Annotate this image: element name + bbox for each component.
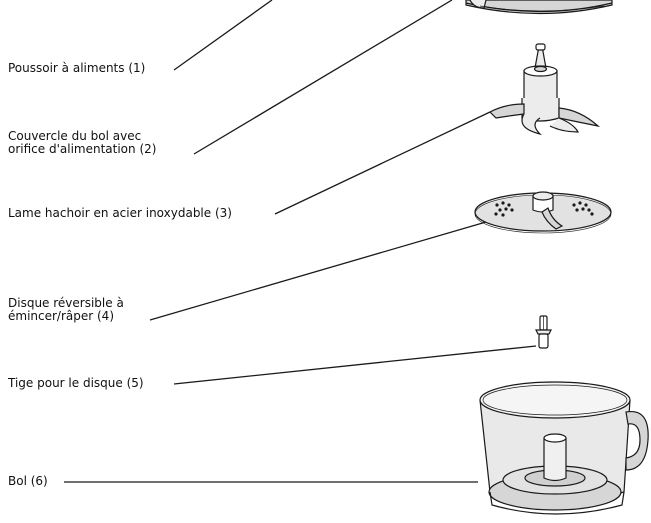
- leader-line-food-pusher: [173, 0, 273, 71]
- slicing-disc-illustration: [474, 191, 612, 234]
- leader-line-chopping-blade: [274, 111, 491, 215]
- label-food-pusher: Poussoir à aliments (1): [8, 62, 145, 75]
- label-food-pusher-text: Poussoir à aliments (1): [8, 61, 146, 75]
- label-bowl-cover: Couvercle du bol avec orifice d'alimenta…: [8, 130, 156, 156]
- label-slicing-disc-line-2: émincer/râper (4): [8, 309, 115, 323]
- label-bowl-cover-line-2: orifice d'alimentation (2): [8, 142, 157, 156]
- leader-line-slicing-disc: [149, 221, 487, 321]
- label-disc-stem-text: Tige pour le disque (5): [8, 376, 144, 390]
- leader-line-disc-stem: [173, 345, 537, 385]
- leader-line-bowl-cover: [193, 0, 453, 155]
- label-bowl: Bol (6): [8, 475, 48, 488]
- bowl-cover-illustration: [465, 0, 613, 15]
- label-bowl-cover-line-1: Couvercle du bol avec: [8, 129, 142, 143]
- chopping-blade-illustration: [489, 43, 601, 136]
- label-disc-stem: Tige pour le disque (5): [8, 377, 144, 390]
- bowl-illustration: [479, 381, 649, 515]
- label-bowl-text: Bol (6): [8, 474, 48, 488]
- label-slicing-disc: Disque réversible à émincer/râper (4): [8, 297, 124, 323]
- label-chopping-blade-text: Lame hachoir en acier inoxydable (3): [8, 206, 232, 220]
- label-chopping-blade: Lame hachoir en acier inoxydable (3): [8, 207, 232, 220]
- label-slicing-disc-line-1: Disque réversible à: [8, 296, 124, 310]
- disc-stem-illustration: [535, 315, 552, 349]
